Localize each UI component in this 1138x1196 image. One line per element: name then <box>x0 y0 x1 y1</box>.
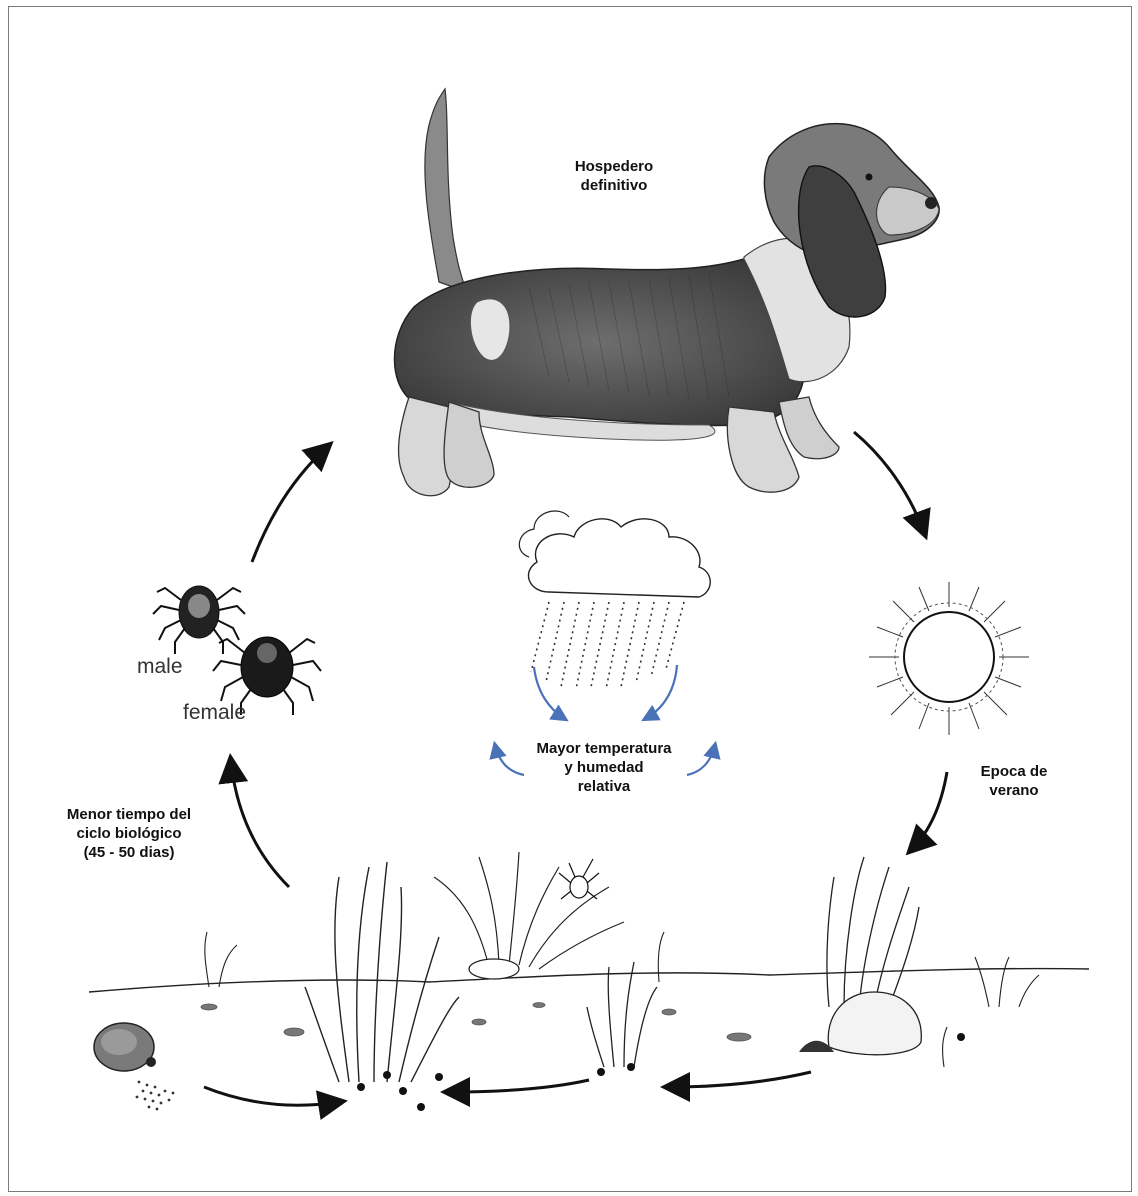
tick-icon <box>153 586 321 715</box>
cycle-time-label: Menor tiempo del ciclo biológico (45 - 5… <box>39 805 219 862</box>
climate-label: Mayor temperatura y humedad relativa <box>514 739 694 796</box>
summer-label: Epoca de verano <box>959 762 1069 800</box>
sun-icon <box>869 582 1029 735</box>
male-label: male <box>137 655 183 679</box>
diagram-frame: Hospedero definitivo Mayor temperatura y… <box>8 6 1132 1192</box>
grass-icon <box>89 852 1089 1111</box>
host-label: Hospedero definitivo <box>544 157 684 195</box>
rain-cloud-icon <box>519 511 710 689</box>
female-label: female <box>183 701 246 725</box>
engorged-tick-icon <box>94 1023 174 1110</box>
